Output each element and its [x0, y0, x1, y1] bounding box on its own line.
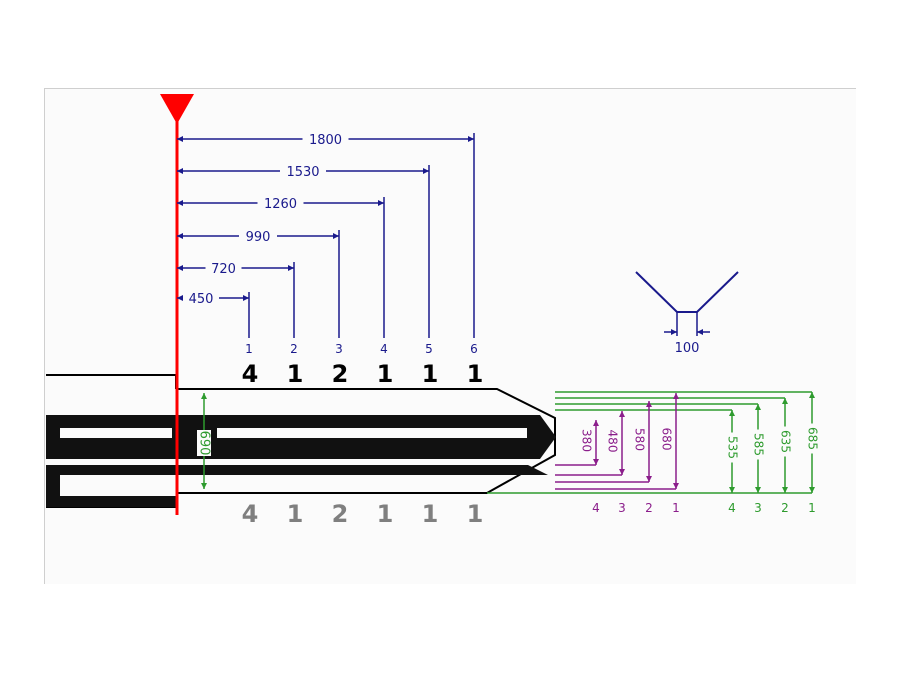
spacing-dim-label: 1260 [264, 197, 297, 212]
cut-top-number: 2 [332, 360, 349, 388]
spacing-dim-label: 990 [246, 230, 271, 245]
inner-depth-number: 2 [645, 501, 653, 515]
spacing-dim-label: 1530 [286, 165, 319, 180]
cut-top-number: 4 [242, 360, 259, 388]
spacing-position-number: 2 [290, 342, 298, 356]
cut-bottom-number: 1 [287, 500, 304, 528]
inner-depth-number: 4 [592, 501, 600, 515]
outer-depth-label: 635 [779, 430, 793, 453]
cut-bottom-number: 2 [332, 500, 349, 528]
spacing-position-number: 3 [335, 342, 343, 356]
cut-top-number: 1 [467, 360, 484, 388]
key-shoulder-outline [46, 374, 177, 389]
spacing-dim-label: 720 [211, 262, 236, 277]
spacing-position-number: 6 [470, 342, 478, 356]
cut-top-number: 1 [422, 360, 439, 388]
cut-bottom-number: 1 [377, 500, 394, 528]
inner-depth-label: 480 [606, 430, 620, 453]
key-groove-slot [60, 428, 172, 438]
spacing-position-number: 4 [380, 342, 388, 356]
stop-triangle-icon [160, 94, 194, 124]
inner-depth-label: 680 [660, 428, 674, 451]
outer-depth-label: 535 [726, 436, 740, 459]
outer-depth-number: 2 [781, 501, 789, 515]
outer-depth-number: 4 [728, 501, 736, 515]
blade-height-label: 690 [197, 431, 212, 456]
outer-depth-number: 3 [754, 501, 762, 515]
inner-depth-number: 3 [618, 501, 626, 515]
key-bottom-rail [46, 475, 176, 507]
outer-depth-number: 1 [808, 501, 816, 515]
spacing-dimensions: 450 1 720 2 990 3 1260 4 1530 5 1800 6 [177, 133, 478, 356]
spacing-dim-label: 1800 [309, 133, 342, 148]
inner-depth-number: 1 [672, 501, 680, 515]
cut-profile-width-label: 100 [675, 341, 700, 356]
cut-profile: 100 [635, 271, 739, 356]
cut-bottom-number: 1 [467, 500, 484, 528]
cut-top-number: 1 [377, 360, 394, 388]
cut-bottom-number: 4 [242, 500, 259, 528]
cut-bottom-number: 1 [422, 500, 439, 528]
inner-depth-label: 380 [580, 429, 594, 452]
inner-depth-label: 580 [633, 428, 647, 451]
key-groove-lower [46, 465, 548, 475]
cut-profile-shape [635, 271, 739, 313]
key-groove-lower-slot [60, 478, 176, 496]
shoulder-stop [160, 94, 194, 515]
key-groove-slot-right [217, 428, 527, 438]
blade-height-dimension: 690 [197, 393, 212, 489]
cut-top-number: 1 [287, 360, 304, 388]
key-blank [46, 374, 556, 508]
spacing-position-number: 5 [425, 342, 433, 356]
outer-depth-label: 585 [752, 433, 766, 456]
spacing-dim-label: 450 [189, 292, 214, 307]
spacing-position-number: 1 [245, 342, 253, 356]
outer-depth-label: 685 [806, 427, 820, 450]
depth-dimensions: 380 4 480 3 580 2 680 1 535 4 585 3 635 2 685 1 [487, 391, 820, 515]
